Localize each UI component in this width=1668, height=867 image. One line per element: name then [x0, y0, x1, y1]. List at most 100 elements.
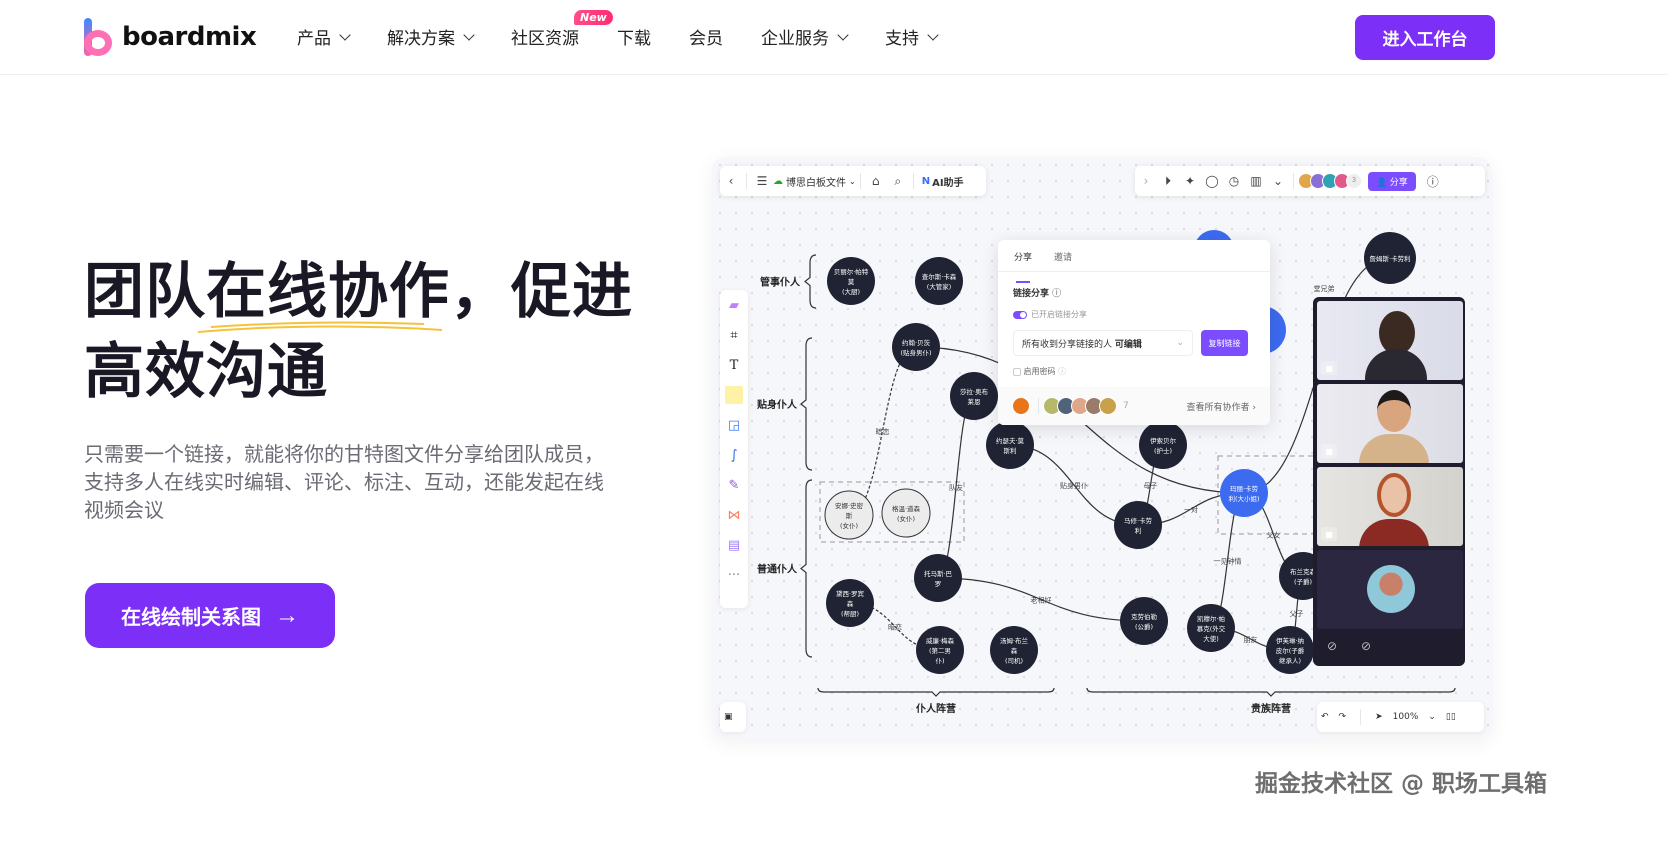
board-toolbar-left: ‹ ☰ ☁ 博思白板文件 ⌄ ⌂ ⌕ N AI助手 — [720, 166, 986, 196]
tab-invite[interactable]: 邀请 — [1054, 253, 1073, 263]
nav-item[interactable]: 企业服务 — [761, 24, 849, 49]
edge-label: 老相好 — [1031, 596, 1052, 605]
group-label: 管事仆人 — [760, 276, 801, 289]
nav-item[interactable]: 下载 — [617, 24, 651, 49]
frame-icon[interactable]: ⌗ — [730, 327, 738, 343]
file-name[interactable]: 博思白板文件 — [786, 177, 846, 189]
chevron-down-icon[interactable]: ⌄ — [1428, 712, 1436, 722]
celebrate-icon[interactable]: ✦ — [1184, 174, 1196, 188]
diagram-node[interactable]: 马修·卡劳利 — [1114, 501, 1162, 549]
copy-link-button[interactable]: 复制链接 — [1201, 330, 1248, 356]
sticky-note-icon[interactable] — [725, 386, 743, 404]
chevron-right-icon[interactable]: › — [1143, 174, 1149, 188]
shape-icon[interactable]: ◲ — [727, 417, 741, 433]
node-label: 约瑟夫·莫 — [996, 436, 1025, 445]
brand-logo[interactable]: boardmix — [84, 18, 257, 56]
camera-icon[interactable]: ■ — [1321, 527, 1337, 541]
share-label: 分享 — [1389, 176, 1408, 187]
diagram-node[interactable]: 查尔斯·卡森(大管家) — [915, 257, 963, 305]
comment-icon[interactable]: ◯ — [1205, 174, 1219, 188]
nav-item-label: 下载 — [617, 29, 651, 49]
node-label: (女仆) — [840, 521, 858, 530]
node-label: 伊芙琳·纳 — [1276, 636, 1304, 645]
help-icon: ⓘ — [1052, 289, 1062, 299]
text-icon[interactable]: T — [729, 357, 739, 373]
help-icon[interactable]: ⓘ — [1426, 174, 1439, 189]
table-icon[interactable]: ▤ — [727, 537, 741, 553]
select-cursor-icon[interactable]: ➤ — [1375, 712, 1383, 722]
diagram-node[interactable]: 约翰·贝茨(贴身男仆) — [892, 323, 940, 371]
diagram-node[interactable]: 汤姆·布兰森(司机) — [990, 626, 1038, 674]
group-label: 普通仆人 — [757, 563, 798, 576]
diagram-node[interactable]: 托马斯·巴罗 — [914, 554, 962, 602]
nav-item[interactable]: 支持 — [885, 24, 939, 49]
diagram-node[interactable]: 詹姆斯·卡劳利 — [1364, 232, 1416, 284]
more-tools-icon[interactable]: ··· — [727, 567, 741, 583]
node-label: 利 — [1135, 526, 1142, 535]
diagram-node[interactable]: 安娜·史密斯(女仆) — [824, 490, 874, 540]
search-icon[interactable]: ⌕ — [894, 173, 902, 188]
link-share-toggle[interactable] — [1013, 310, 1027, 319]
diagram-node[interactable]: 伊索贝尔(护士) — [1139, 421, 1187, 469]
vote-icon[interactable]: ▥ — [1250, 174, 1262, 188]
enter-workspace-button[interactable]: 进入工作台 — [1355, 15, 1495, 60]
ai-assistant-button[interactable]: AI助手 — [932, 177, 964, 189]
permission-prefix: 所有收到分享链接的人 — [1022, 339, 1113, 350]
camera-off-icon[interactable]: ⊘ — [1327, 639, 1338, 653]
camera-icon[interactable]: ■ — [1321, 361, 1337, 375]
user-icon: 👤 — [1376, 176, 1388, 187]
group-brace — [804, 254, 817, 309]
video-tile: ■ — [1317, 467, 1463, 546]
view-all-collaborators-link[interactable]: 查看所有协作者 › — [1186, 402, 1256, 413]
nav-item[interactable]: 解决方案 — [387, 24, 475, 49]
undo-icon[interactable]: ↶ — [1321, 712, 1329, 722]
nav-item-label: 社区资源 — [511, 29, 579, 49]
password-checkbox[interactable] — [1013, 367, 1021, 376]
redo-icon[interactable]: ↷ — [1338, 712, 1347, 722]
draw-relationship-button[interactable]: 在线绘制关系图 → — [85, 583, 335, 648]
node-label: (大厨) — [842, 287, 860, 296]
mindmap-icon[interactable]: ⋈ — [727, 507, 741, 523]
share-button[interactable]: 👤 分享 — [1368, 171, 1416, 191]
nav-item-label: 会员 — [689, 29, 723, 49]
menu-icon[interactable]: ☰ — [756, 174, 768, 188]
minimap-toggle[interactable]: ▣ — [720, 702, 746, 732]
ai-icon: N — [921, 175, 931, 187]
connector-icon[interactable]: ∫ — [730, 447, 738, 463]
back-icon[interactable]: ‹ — [728, 174, 734, 188]
pen-icon[interactable]: ✎ — [728, 477, 740, 493]
password-label: 启用密码 — [1023, 367, 1056, 376]
nav-item[interactable]: 产品 — [297, 24, 351, 49]
node-label: 贝丽尔·帕特 — [834, 267, 869, 276]
mic-off-icon[interactable]: ⊘ — [1361, 639, 1372, 653]
chevron-down-icon[interactable]: ⌄ — [849, 176, 856, 186]
diagram-node[interactable]: 黛西·罗宾森(帮厨) — [826, 579, 874, 627]
tab-share[interactable]: 分享 — [1014, 250, 1032, 283]
nav-item[interactable]: 会员 — [689, 24, 723, 49]
edge-label: 父女 — [1267, 531, 1281, 540]
diagram-node[interactable]: 约瑟夫·莫斯利 — [986, 421, 1034, 469]
tag-icon[interactable]: ⌂ — [871, 174, 880, 188]
permission-select[interactable]: 所有收到分享链接的人 可编辑⌄ — [1013, 330, 1193, 356]
diagram-node[interactable]: 玛丽·卡劳利(大小姐) — [1220, 469, 1268, 517]
zoom-level-select[interactable]: 100% — [1392, 712, 1419, 722]
collaborator-avatars[interactable]: 3 — [1298, 173, 1362, 189]
diagram-node[interactable]: 克劳伯勒(公爵) — [1120, 597, 1168, 645]
diagram-node[interactable]: 格温·道森(女仆) — [881, 488, 931, 538]
diagram-node[interactable]: 贝丽尔·帕特莫(大厨) — [827, 257, 875, 305]
templates-icon[interactable]: ▰ — [729, 297, 739, 313]
more-icon[interactable]: ⌄ — [1272, 174, 1284, 188]
node-label: 莎拉·奥布 — [960, 387, 989, 396]
camera-icon[interactable]: ■ — [1321, 444, 1337, 458]
node-label: 皮尔(子爵 — [1276, 646, 1305, 655]
node-label: 大使) — [1203, 634, 1219, 643]
book-icon[interactable]: ▯▯ — [1445, 712, 1456, 722]
play-icon[interactable]: ⏵ — [1164, 173, 1171, 188]
timer-icon[interactable]: ◷ — [1228, 174, 1240, 188]
